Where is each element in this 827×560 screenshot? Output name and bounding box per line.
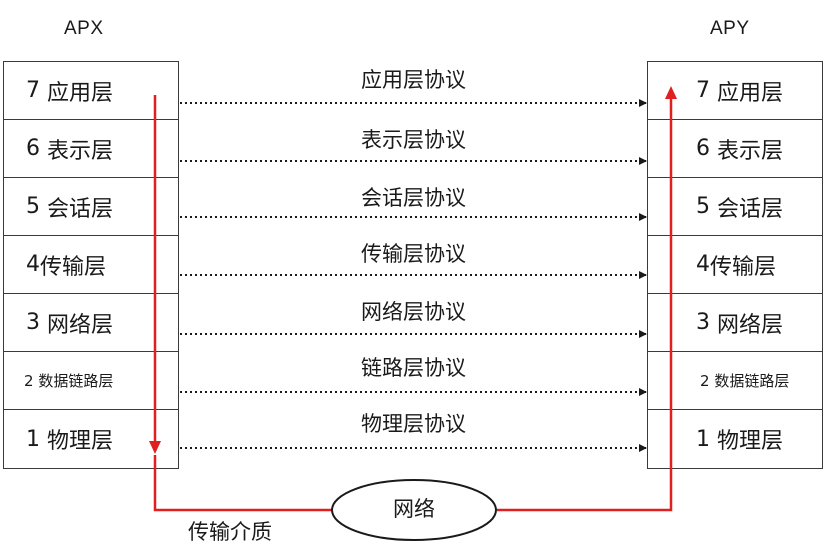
protocol-label-application: 应用层协议 xyxy=(361,68,466,92)
transmission-medium-line-right xyxy=(497,98,673,512)
layer-name: 网络层 xyxy=(47,312,114,338)
layer-number: 1 xyxy=(26,426,40,452)
data-path-down-arrowhead xyxy=(149,441,161,454)
transmission-medium-label: 传输介质 xyxy=(188,520,272,544)
host-title-apy: APY xyxy=(710,18,750,39)
network-ellipse xyxy=(331,479,497,541)
protocol-label-physical: 物理层协议 xyxy=(361,412,466,436)
apy-layer-physical: 1 物理层 xyxy=(648,410,822,468)
protocol-label-session: 会话层协议 xyxy=(361,186,466,210)
layer-name: 网络层 xyxy=(717,312,784,338)
layer-number: 5 xyxy=(696,194,710,219)
layer-number: 5 xyxy=(26,194,40,219)
layer-name: 传输层 xyxy=(40,254,107,280)
apy-layer-presentation: 6 表示层 xyxy=(648,120,822,178)
layer-number: 6 xyxy=(696,136,710,161)
layer-number: 3 xyxy=(26,310,40,335)
layer-name: 数据链路层 xyxy=(38,372,114,390)
layer-number: 2 xyxy=(24,371,34,390)
apx-layer-presentation: 6 表示层 xyxy=(4,120,178,178)
layer-name: 物理层 xyxy=(717,429,784,454)
apy-layer-session: 5 会话层 xyxy=(648,178,822,236)
apy-layer-application: 7 应用层 xyxy=(648,62,822,120)
apx-layer-application: 7 应用层 xyxy=(4,62,178,120)
protocol-label-network: 网络层协议 xyxy=(361,300,466,324)
layer-number: 2 xyxy=(700,371,710,390)
layer-name: 物理层 xyxy=(47,429,114,454)
layer-name: 会话层 xyxy=(47,196,114,222)
layer-name: 会话层 xyxy=(717,196,784,222)
protocol-label-data-link: 链路层协议 xyxy=(361,356,466,380)
protocol-label-transport: 传输层协议 xyxy=(361,242,466,266)
layer-number: 6 xyxy=(26,136,40,161)
layer-name: 数据链路层 xyxy=(714,372,790,390)
apx-layer-physical: 1 物理层 xyxy=(4,410,178,468)
layer-number: 4 xyxy=(26,252,40,277)
layer-name: 表示层 xyxy=(717,138,784,164)
layer-number: 3 xyxy=(696,310,710,335)
apx-layer-data-link: 2 数据链路层 xyxy=(4,352,178,410)
layer-number: 7 xyxy=(26,78,40,103)
layer-number: 7 xyxy=(696,78,710,103)
host-title-apx: APX xyxy=(64,18,104,39)
apx-layer-session: 5 会话层 xyxy=(4,178,178,236)
apy-layer-network: 3 网络层 xyxy=(648,294,822,352)
protocol-label-presentation: 表示层协议 xyxy=(361,128,466,152)
layer-name: 应用层 xyxy=(47,80,114,106)
data-path-up-arrowhead xyxy=(665,86,677,99)
layer-name: 传输层 xyxy=(710,254,777,280)
apx-layer-network: 3 网络层 xyxy=(4,294,178,352)
apy-layer-data-link: 2 数据链路层 xyxy=(648,352,822,410)
layer-name: 表示层 xyxy=(47,138,114,164)
network-label: 网络 xyxy=(393,497,435,521)
layer-number: 1 xyxy=(696,426,710,452)
transmission-medium-line xyxy=(153,455,333,512)
layer-name: 应用层 xyxy=(717,80,784,106)
layer-number: 4 xyxy=(696,252,710,277)
